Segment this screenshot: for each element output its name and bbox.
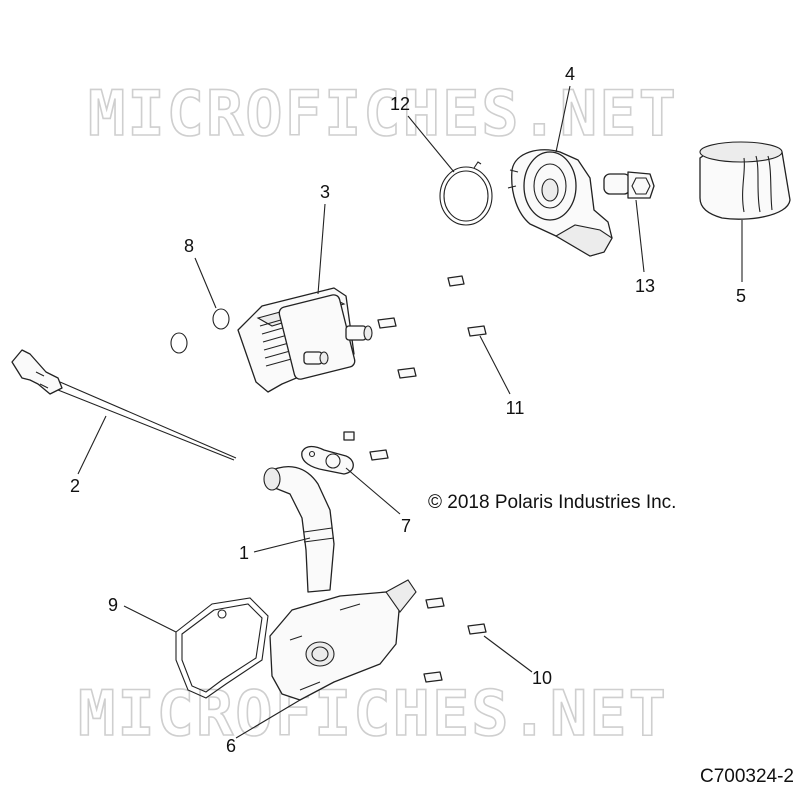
part-6-housing xyxy=(269,579,417,701)
callout-12: 12 xyxy=(390,94,410,114)
leader-3 xyxy=(317,203,326,295)
leader-10 xyxy=(483,635,533,673)
leader-lines xyxy=(77,85,743,739)
leader-9 xyxy=(123,605,177,633)
diagram-code: C700324-2 xyxy=(700,766,794,787)
part-9-gasket xyxy=(175,597,269,699)
callout-3: 3 xyxy=(320,182,330,202)
leader-1 xyxy=(253,537,311,553)
watermark-bottom: MICROFICHES.NET xyxy=(78,677,668,750)
part-4-filter-adapter xyxy=(507,149,613,257)
leader-12 xyxy=(407,115,455,173)
callout-11: 11 xyxy=(506,398,525,418)
leader-13 xyxy=(635,199,645,273)
part-10-bolts xyxy=(423,597,487,683)
leader-2 xyxy=(77,415,107,475)
watermark-top: MICROFICHES.NET xyxy=(88,77,678,150)
part-1-tube xyxy=(263,466,335,593)
callout-13: 13 xyxy=(635,276,655,296)
part-5-oil-filter xyxy=(699,141,791,220)
leader-7 xyxy=(345,467,401,515)
callout-9: 9 xyxy=(108,595,118,615)
leader-4 xyxy=(555,85,571,153)
part-7-gasket xyxy=(301,431,389,475)
part-11-bolts xyxy=(377,275,487,379)
callout-7: 7 xyxy=(401,516,411,536)
callout-8: 8 xyxy=(184,236,194,256)
callout-5: 5 xyxy=(736,286,746,306)
leader-6 xyxy=(235,699,301,739)
callout-6: 6 xyxy=(226,736,236,756)
part-12-seal xyxy=(439,161,493,226)
callout-1: 1 xyxy=(239,543,249,563)
leader-11 xyxy=(479,335,511,395)
part-8-o-rings xyxy=(170,308,230,354)
part-13-bolt xyxy=(603,171,655,199)
part-2-dipstick xyxy=(11,349,237,461)
part-3-oil-cooler xyxy=(237,287,373,393)
copyright-text: © 2018 Polaris Industries Inc. xyxy=(428,492,676,513)
callout-10: 10 xyxy=(532,668,552,688)
leader-8 xyxy=(194,257,217,309)
callout-4: 4 xyxy=(565,64,575,84)
callout-2: 2 xyxy=(70,476,80,496)
